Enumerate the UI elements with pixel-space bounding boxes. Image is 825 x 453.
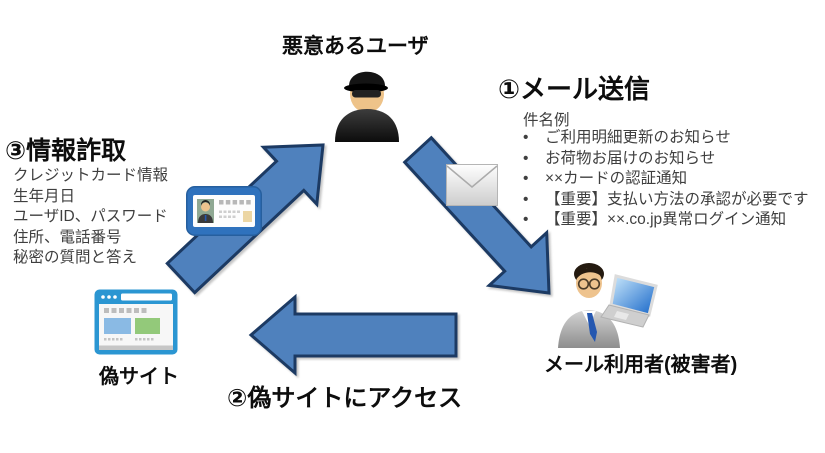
browser-window-icon <box>94 289 178 355</box>
list-item-text: 【重要】××.co.jp異常ログイン通知 <box>545 211 787 228</box>
list-item: ユーザID、パスワード <box>13 207 168 228</box>
list-item-text: 住所、電話番号 <box>13 228 122 246</box>
browser-window-dots <box>101 295 117 299</box>
browser-address-bar <box>121 293 172 301</box>
id-card-stamp <box>243 211 252 222</box>
browser-green-panel <box>135 318 160 334</box>
id-photo-tie <box>204 215 207 221</box>
step1-title: ①メール送信 <box>498 74 651 104</box>
step3-title: ③情報詐取 <box>5 137 127 165</box>
list-item: • 【重要】××.co.jp異常ログイン通知 <box>523 210 809 231</box>
victim-tie <box>587 313 597 342</box>
laptop-touchpad <box>614 311 629 320</box>
victim-glasses <box>577 278 601 290</box>
step1-subject-examples: • ご利用明細更新のお知らせ • お荷物お届けのお知らせ • ××カードの認証通知 • 【重要… <box>523 128 809 231</box>
id-card-text-lines <box>219 210 240 218</box>
id-photo-head <box>201 202 210 212</box>
bullet-marker: • <box>523 211 529 228</box>
bullet-marker: • <box>523 170 529 187</box>
victim-label: メール利用者(被害者) <box>544 354 738 376</box>
list-item-text: ××カードの認証通知 <box>545 170 688 187</box>
envelope-icon <box>446 164 498 206</box>
office-worker-laptop-icon <box>558 263 658 348</box>
hacker-sunglasses <box>352 90 381 98</box>
bullet-marker: • <box>523 129 529 146</box>
list-item-text: ユーザID、パスワード <box>13 208 168 225</box>
fake-site-label: 偽サイト <box>99 366 179 388</box>
attacker-label: 悪意あるユーザ <box>282 35 429 58</box>
list-item: クレジットカード情報 <box>13 166 168 187</box>
list-item: • 【重要】支払い方法の承認が必要です <box>523 190 809 211</box>
arrow-send-mail-icon <box>402 135 551 295</box>
bullet-marker: • <box>523 149 529 167</box>
browser-text-dots <box>104 338 154 341</box>
victim-hair-front <box>575 267 603 280</box>
id-card-icon <box>186 186 262 236</box>
list-item: 住所、電話番号 <box>13 228 168 249</box>
list-item-text: 生年月日 <box>13 187 76 205</box>
victim-suit <box>558 310 620 348</box>
browser-blue-panel <box>104 318 131 334</box>
list-item: • ××カードの認証通知 <box>523 169 809 190</box>
id-photo-hair <box>201 200 210 207</box>
list-item-text: クレジットカード情報 <box>13 167 169 184</box>
step2-title: ②偽サイトにアクセス <box>227 385 463 412</box>
list-item: • ご利用明細更新のお知らせ <box>523 128 809 149</box>
list-item: 生年月日 <box>13 187 168 208</box>
list-item-text: お荷物お届けのお知らせ <box>545 149 716 167</box>
list-item-text: 秘密の質問と答え <box>13 249 138 266</box>
step3-stolen-info-list: クレジットカード情報生年月日ユーザID、パスワード住所、電話番号秘密の質問と答え <box>13 166 168 269</box>
hacker-user-icon <box>335 71 399 142</box>
browser-menu-squares <box>104 308 147 313</box>
list-item: 秘密の質問と答え <box>13 248 168 269</box>
id-card-squares <box>219 200 251 205</box>
list-item-text: 【重要】支払い方法の承認が必要です <box>545 190 809 208</box>
step1-subtitle: 件名例 <box>523 112 570 129</box>
browser-footer-bar <box>99 345 173 350</box>
arrow-access-fake-site-icon <box>248 293 458 377</box>
list-item: • お荷物お届けのお知らせ <box>523 149 809 170</box>
list-item-text: ご利用明細更新のお知らせ <box>545 129 731 146</box>
hacker-body <box>335 109 399 142</box>
bullet-marker: • <box>523 190 529 208</box>
